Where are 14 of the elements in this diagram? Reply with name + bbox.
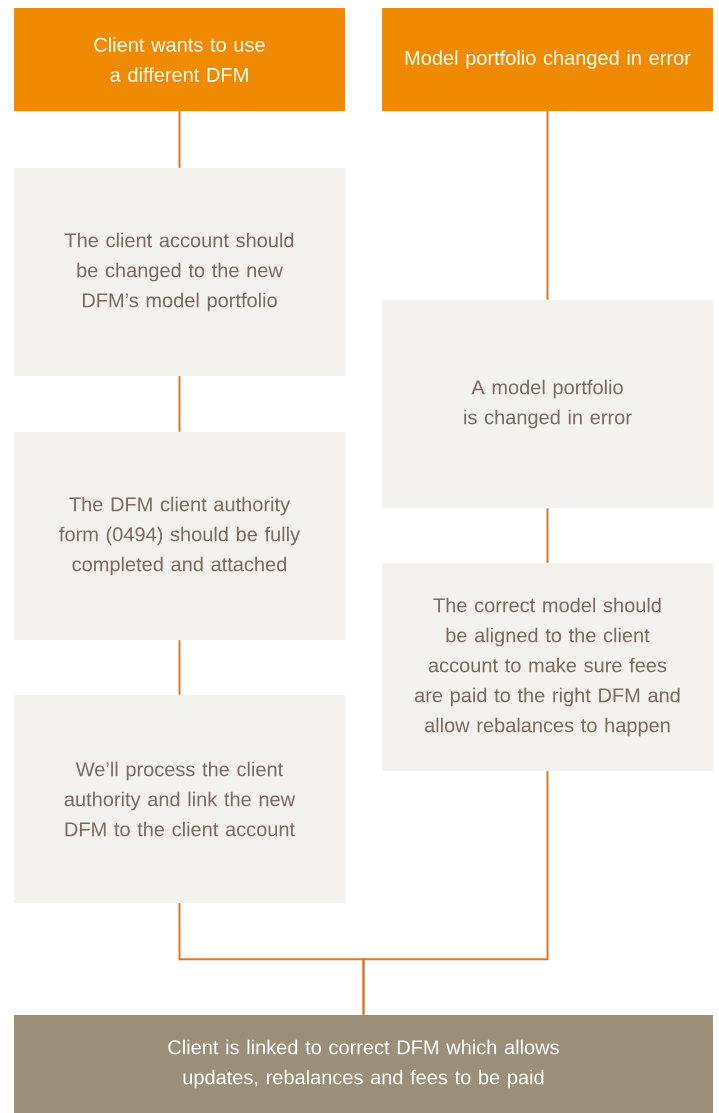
step-box: A model portfolio is changed in error <box>382 300 713 508</box>
step-box: The client account should be changed to the new DFM’s model portfolio <box>14 168 345 376</box>
connector-line <box>178 639 181 696</box>
connector-line <box>178 110 181 169</box>
result-box: Client is linked to correct DFM which allows updates, rebalances and fees to be paid <box>14 1015 713 1113</box>
connector-line <box>546 507 549 564</box>
start-box: Client wants to use a different DFM <box>14 8 345 111</box>
step-box: We’ll process the client authority and link the new DFM to the client account <box>14 695 345 903</box>
step-box: The correct model should be aligned to the client account to make sure fees are paid to the right DFM and allow rebalances to happen <box>382 563 713 771</box>
connector-line <box>546 110 549 301</box>
connector-line <box>362 770 549 1016</box>
start-box: Model portfolio changed in error <box>382 8 713 111</box>
connector-line <box>178 375 181 433</box>
step-box: The DFM client authority form (0494) should be fully completed and attached <box>14 432 345 640</box>
